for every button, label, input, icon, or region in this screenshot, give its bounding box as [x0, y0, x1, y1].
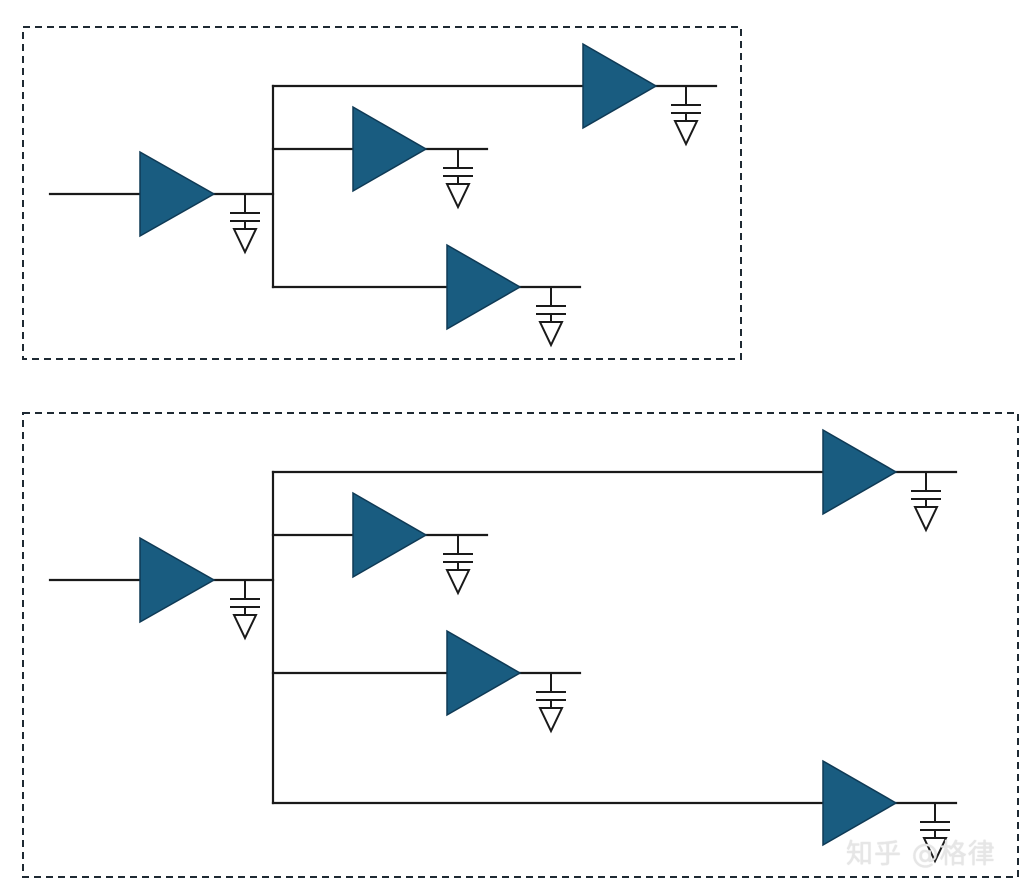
buffer-icon	[446, 629, 522, 717]
buffer-icon	[352, 105, 428, 193]
buffer-icon	[352, 491, 428, 579]
top-buffers	[139, 42, 658, 331]
top-loads	[230, 86, 701, 348]
buffer-icon	[139, 150, 216, 238]
top-wires	[48, 84, 718, 289]
capacitor-ground-icon	[911, 472, 941, 533]
capacitor-ground-icon	[230, 194, 260, 255]
top-dashed-frame	[22, 26, 742, 360]
buffer-icon	[822, 428, 898, 516]
capacitor-ground-icon	[443, 149, 473, 210]
capacitor-ground-icon	[536, 673, 566, 734]
bottom-wires	[48, 470, 958, 805]
buffer-icon	[582, 42, 658, 130]
buffer-icon	[446, 243, 522, 331]
capacitor-ground-icon	[671, 86, 701, 147]
buffer-icon	[822, 759, 898, 847]
buffer-icon	[139, 536, 216, 624]
capacitor-ground-icon	[230, 580, 260, 641]
bottom-loads	[230, 472, 950, 864]
bottom-buffers	[139, 428, 898, 847]
bottom-clock-tree	[22, 412, 1019, 878]
watermark-text: 知乎 @格律	[846, 839, 996, 870]
top-clock-tree	[22, 26, 742, 360]
bottom-dashed-frame	[22, 412, 1019, 878]
capacitor-ground-icon	[920, 803, 950, 864]
capacitor-ground-icon	[536, 287, 566, 348]
capacitor-ground-icon	[443, 535, 473, 596]
